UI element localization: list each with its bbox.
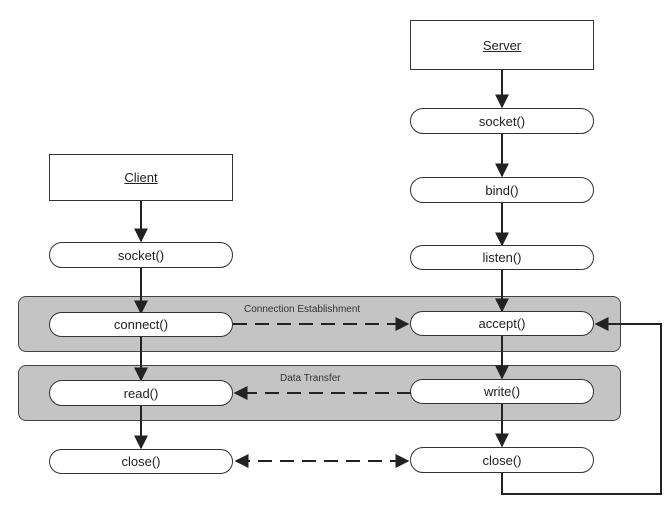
data-transfer-label: Data Transfer xyxy=(280,373,341,384)
server-socket-node: socket() xyxy=(410,108,594,134)
client-close-node: close() xyxy=(49,449,233,474)
connection-establishment-label: Connection Establishment xyxy=(244,304,361,315)
server-bind-node: bind() xyxy=(410,177,594,203)
server-accept-node: accept() xyxy=(410,311,594,336)
server-box: Server xyxy=(410,20,594,70)
loop-close-to-accept xyxy=(501,317,662,495)
server-close-node: close() xyxy=(410,447,594,473)
server-write-node: write() xyxy=(410,379,594,404)
server-listen-node: listen() xyxy=(410,245,594,270)
client-box: Client xyxy=(49,154,233,201)
client-connect-node: connect() xyxy=(49,312,233,337)
client-socket-node: socket() xyxy=(49,242,233,268)
client-read-node: read() xyxy=(49,380,233,406)
